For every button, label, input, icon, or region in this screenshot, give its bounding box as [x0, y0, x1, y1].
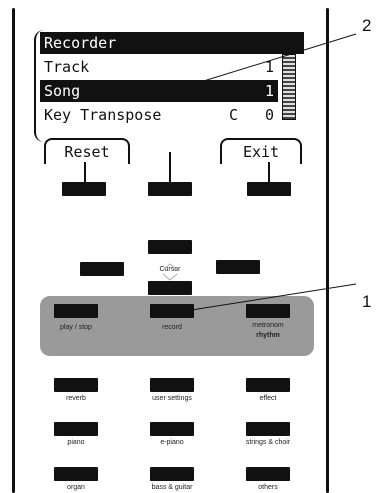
bass-guitar-label: bass & guitar [151, 484, 193, 491]
connector-line [169, 152, 171, 182]
device-right-edge [326, 8, 329, 493]
lcd-row-value: 1 [264, 58, 274, 76]
metronome-label: metronom [252, 322, 284, 329]
lcd-frame [34, 30, 302, 142]
others-label: others [258, 484, 278, 491]
user-settings-label: user settings [152, 395, 192, 402]
lcd-row-label: Key Transpose [44, 106, 162, 124]
record-label: record [162, 324, 182, 331]
strings-choir-button[interactable] [246, 422, 290, 436]
cursor-left-button[interactable] [80, 262, 124, 276]
lcd-row-value: 1 [264, 82, 274, 100]
metronome-rhythm-button[interactable] [246, 304, 290, 318]
lcd-row-key: C [228, 106, 238, 124]
cursor-down-button[interactable] [148, 281, 192, 295]
lcd-row-track[interactable]: Track 1 [40, 56, 278, 78]
others-button[interactable] [246, 467, 290, 481]
user-settings-button[interactable] [150, 378, 194, 392]
record-button[interactable] [150, 304, 194, 318]
callout-line-top [167, 33, 357, 93]
lcd-row-value: 0 [264, 106, 274, 124]
piano-button[interactable] [54, 422, 98, 436]
display-button-2[interactable] [148, 182, 192, 196]
lcd-display: Recorder Track 1 Song 1 Key Transpose C … [34, 30, 304, 142]
strings-choir-label: strings & choir [245, 439, 291, 446]
organ-button[interactable] [54, 467, 98, 481]
bass-guitar-button[interactable] [150, 467, 194, 481]
display-button-1[interactable] [62, 182, 106, 196]
lcd-row-song-selected[interactable]: Song 1 [40, 80, 278, 102]
cursor-up-button[interactable] [148, 240, 192, 254]
connector-line [84, 162, 86, 182]
softkey-reset[interactable]: Reset [44, 138, 130, 164]
cursor-right-button[interactable] [216, 260, 260, 274]
effect-button[interactable] [246, 378, 290, 392]
play-stop-button[interactable] [54, 304, 98, 318]
callout-line-bottom [165, 283, 357, 315]
reverb-button[interactable] [54, 378, 98, 392]
lcd-row-label: Song [44, 82, 81, 100]
reverb-label: reverb [66, 395, 86, 402]
softkey-exit[interactable]: Exit [220, 138, 302, 164]
organ-label: organ [67, 484, 85, 491]
play-stop-label: play / stop [60, 324, 92, 331]
lcd-row-key-transpose[interactable]: Key Transpose C 0 [40, 104, 278, 126]
e-piano-button[interactable] [150, 422, 194, 436]
piano-label: piano [67, 439, 85, 446]
connector-line [268, 162, 270, 182]
callout-number-top: 2 [362, 16, 372, 35]
callout-number-bottom: 1 [362, 292, 372, 311]
display-button-3[interactable] [247, 182, 291, 196]
lcd-row-label: Track [44, 58, 90, 76]
e-piano-label: e-piano [160, 439, 184, 446]
lcd-title: Recorder [44, 34, 117, 52]
lcd-title-bar: Recorder [40, 32, 304, 54]
effect-label: effect [259, 395, 277, 402]
rhythm-label: rhythm [256, 332, 280, 339]
device-left-edge [12, 8, 15, 493]
